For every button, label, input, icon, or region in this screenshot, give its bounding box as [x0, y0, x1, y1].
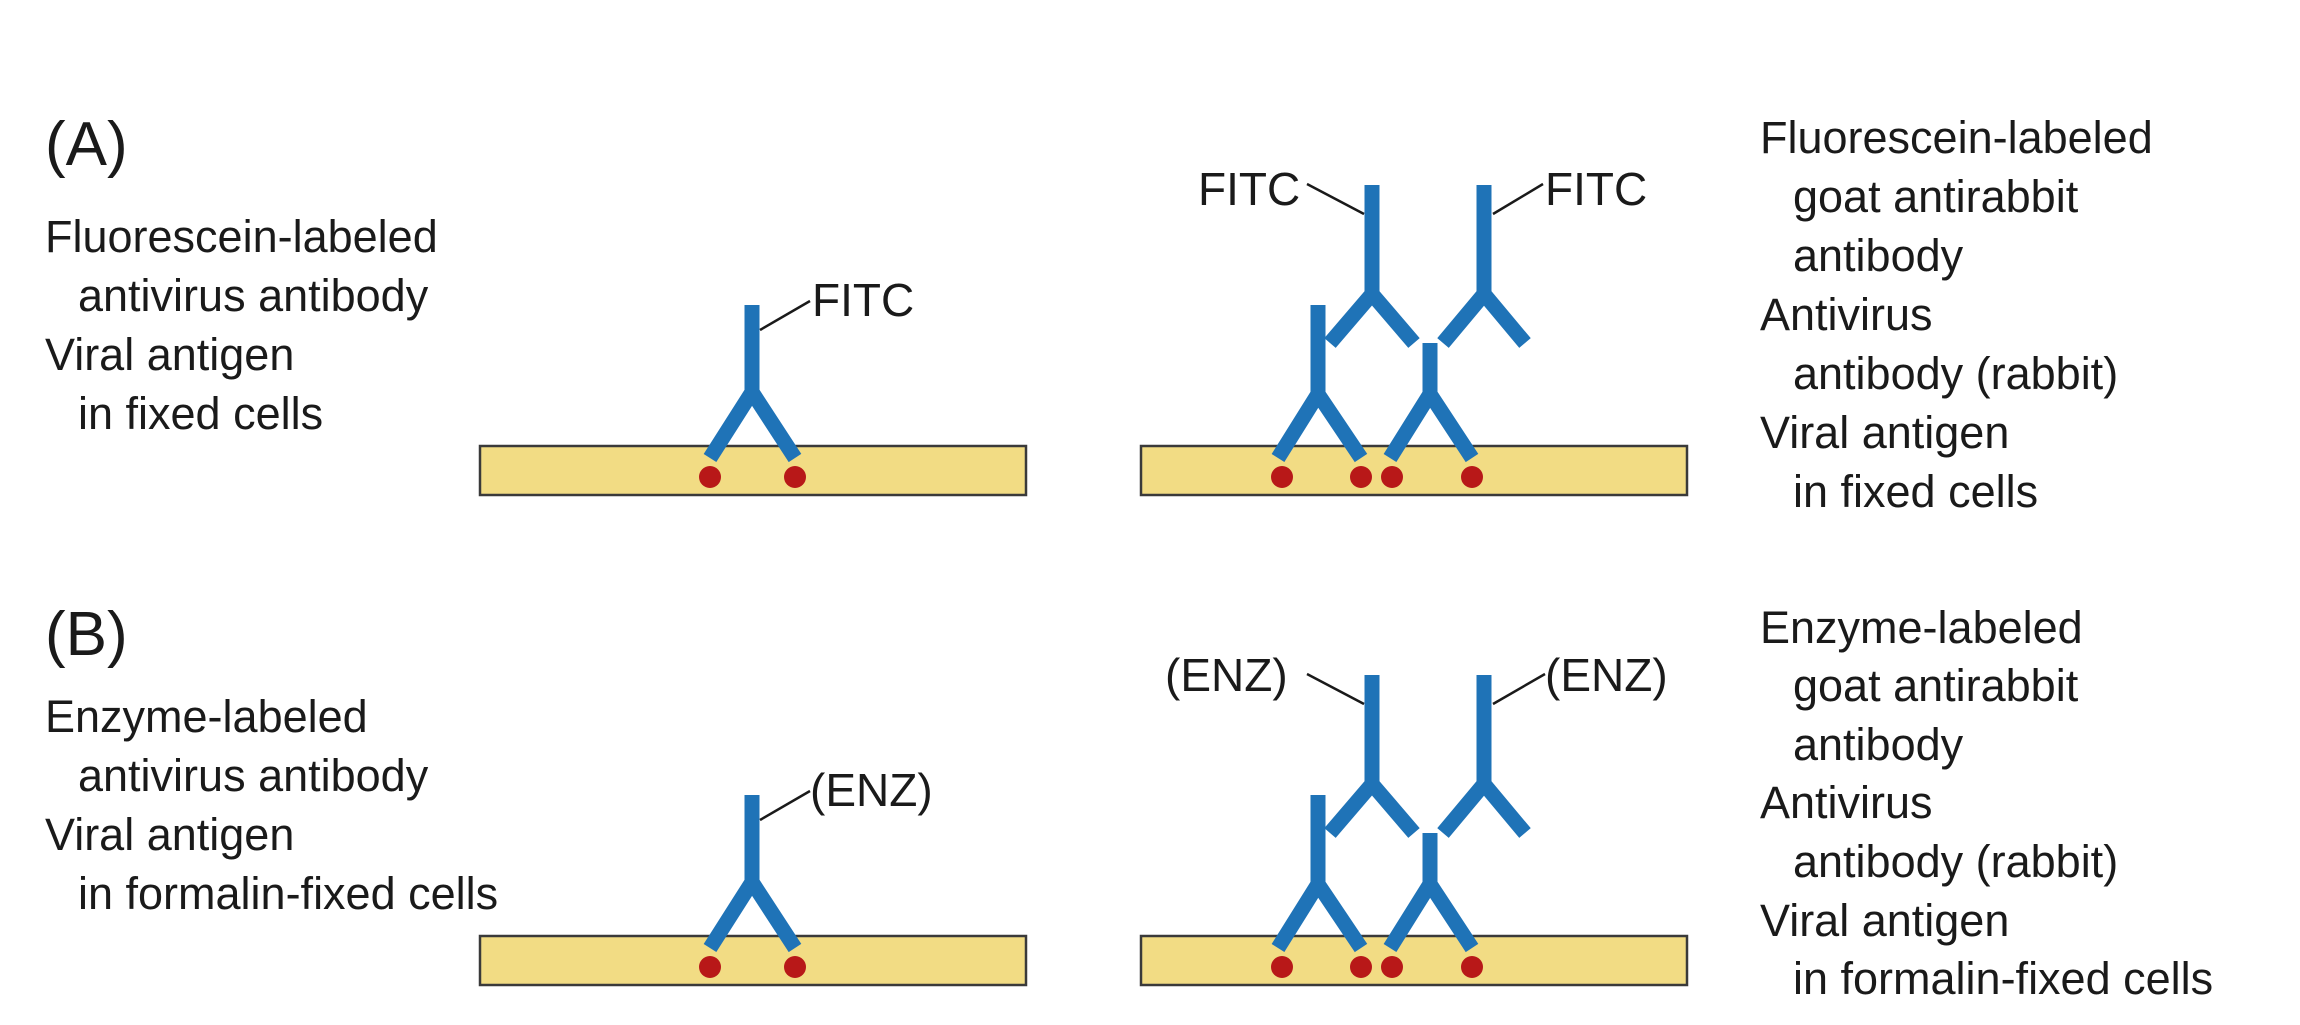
- enz-leader-line: [759, 789, 811, 822]
- antigen-dot: [784, 956, 806, 978]
- panel-a-indirect-label-5: antibody (rabbit): [1793, 348, 2118, 399]
- primary-antibody: [703, 305, 802, 463]
- enz-tag: (ENZ): [810, 764, 933, 816]
- antigen-dot: [1271, 466, 1293, 488]
- enz-leader-line-left: [1306, 672, 1365, 706]
- panel-b-indirect-label-2: goat antirabbit: [1793, 660, 2079, 711]
- enz-tag-left: (ENZ): [1165, 649, 1288, 701]
- enz-tag-right: (ENZ): [1545, 649, 1668, 701]
- primary-antibody: [703, 795, 802, 953]
- panel-b-direct-label-2: antivirus antibody: [78, 750, 429, 801]
- panel-a: (A) Fluorescein-labeled antivirus antibo…: [45, 110, 2153, 517]
- panel-b-direct-labels: Enzyme-labeled antivirus antibody Viral …: [45, 691, 498, 919]
- antigen-dot: [699, 466, 721, 488]
- panel-b: (B) Enzyme-labeled antivirus antibody Vi…: [45, 600, 2213, 1004]
- panel-a-indirect-slide: [1139, 444, 1689, 497]
- secondary-antibody-right: [1437, 185, 1531, 348]
- panel-b-direct-label-4: in formalin-fixed cells: [78, 868, 498, 919]
- panel-a-indirect-label-7: in fixed cells: [1793, 466, 2038, 517]
- primary-antibody-right: [1383, 343, 1479, 463]
- panel-a-letter: (A): [45, 110, 128, 179]
- panel-a-direct-label-3: Viral antigen: [45, 329, 294, 380]
- panel-b-indirect-labels: Enzyme-labeled goat antirabbit antibody …: [1760, 602, 2213, 1004]
- primary-antibody-left: [1271, 795, 1368, 953]
- secondary-antibody-right: [1437, 675, 1531, 838]
- panel-a-direct-assay: FITC: [478, 274, 1028, 497]
- panel-a-indirect-label-2: goat antirabbit: [1793, 171, 2079, 222]
- fitc-tag-right: FITC: [1545, 163, 1647, 215]
- panel-b-indirect-label-7: in formalin-fixed cells: [1793, 953, 2213, 1004]
- secondary-antibody-left: [1324, 185, 1420, 348]
- panel-b-indirect-assay: (ENZ) (ENZ): [1139, 649, 1689, 987]
- panel-b-indirect-label-5: antibody (rabbit): [1793, 836, 2118, 887]
- panel-b-indirect-label-3: antibody: [1793, 719, 1964, 770]
- panel-b-indirect-label-1: Enzyme-labeled: [1760, 602, 2083, 653]
- secondary-antibody-left: [1324, 675, 1420, 838]
- antigen-dot: [1271, 956, 1293, 978]
- panel-b-indirect-slide: [1139, 934, 1689, 987]
- fitc-leader-line: [759, 299, 811, 332]
- fitc-leader-line-right: [1492, 182, 1544, 216]
- antigen-dot: [1461, 466, 1483, 488]
- fitc-leader-line-left: [1306, 182, 1365, 216]
- panel-b-direct-label-1: Enzyme-labeled: [45, 691, 368, 742]
- panel-a-direct-label-4: in fixed cells: [78, 388, 323, 439]
- panel-b-indirect-label-6: Viral antigen: [1760, 895, 2009, 946]
- antigen-dot: [699, 956, 721, 978]
- antigen-dot: [1350, 466, 1372, 488]
- antigen-dot: [1461, 956, 1483, 978]
- antigen-dot: [784, 466, 806, 488]
- fitc-tag-left: FITC: [1198, 163, 1300, 215]
- panel-a-direct-label-2: antivirus antibody: [78, 270, 429, 321]
- panel-a-direct-label-1: Fluorescein-labeled: [45, 211, 438, 262]
- panel-b-direct-label-3: Viral antigen: [45, 809, 294, 860]
- antigen-dot: [1381, 956, 1403, 978]
- panel-a-indirect-label-3: antibody: [1793, 230, 1964, 281]
- panel-a-indirect-label-1: Fluorescein-labeled: [1760, 112, 2153, 163]
- panel-a-direct-labels: Fluorescein-labeled antivirus antibody V…: [45, 211, 438, 439]
- primary-antibody-right: [1383, 833, 1479, 953]
- panel-b-letter: (B): [45, 600, 128, 669]
- panel-a-indirect-labels: Fluorescein-labeled goat antirabbit anti…: [1760, 112, 2153, 517]
- enz-leader-line-right: [1492, 672, 1546, 706]
- panel-a-indirect-label-6: Viral antigen: [1760, 407, 2009, 458]
- panel-b-direct-slide: [478, 934, 1028, 987]
- panel-a-indirect-assay: FITC FITC: [1139, 163, 1689, 497]
- panel-a-direct-slide: [478, 444, 1028, 497]
- panel-a-indirect-label-4: Antivirus: [1760, 289, 1933, 340]
- panel-b-direct-assay: (ENZ): [478, 764, 1028, 987]
- antigen-dot: [1381, 466, 1403, 488]
- fitc-tag: FITC: [812, 274, 914, 326]
- panel-b-indirect-label-4: Antivirus: [1760, 777, 1933, 828]
- antigen-dot: [1350, 956, 1372, 978]
- primary-antibody-left: [1271, 305, 1368, 463]
